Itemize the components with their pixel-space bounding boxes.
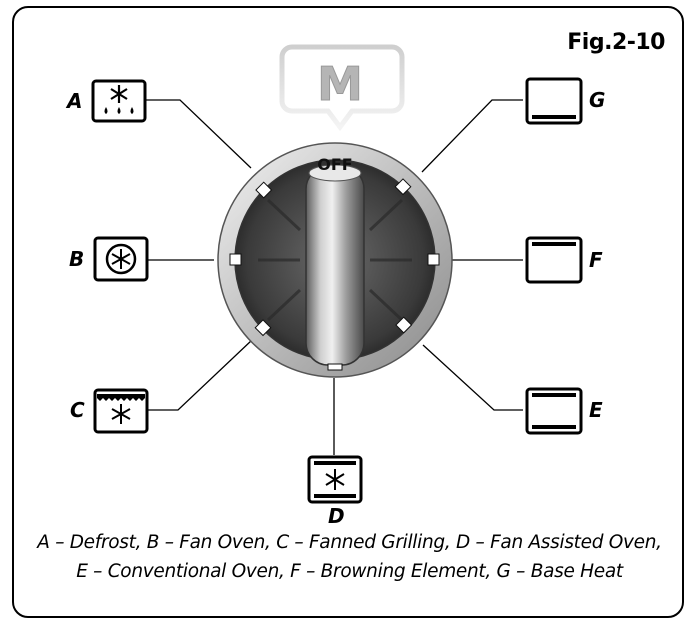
function-letter-c: C [70, 398, 85, 422]
function-letter-e: E [589, 398, 603, 422]
function-letter-b: B [69, 247, 85, 271]
conventional-oven-icon [525, 387, 583, 435]
defrost-icon [91, 79, 147, 123]
figure-frame [12, 6, 684, 618]
function-dial[interactable]: OFF [217, 142, 453, 378]
leader-lines [146, 99, 523, 455]
legend-line-1: A – Defrost, B – Fan Oven, C – Fanned Gr… [37, 532, 662, 553]
fan-oven-icon [93, 236, 149, 282]
browning-element-icon [525, 236, 583, 284]
base-heat-icon [525, 77, 583, 125]
fan-assisted-oven-icon [307, 455, 363, 504]
figure-label: Fig.2-10 [567, 30, 665, 55]
function-letter-d: D [328, 504, 345, 528]
fanned-grilling-icon [93, 388, 149, 434]
mode-badge-label: M [317, 57, 363, 111]
function-letter-g: G [589, 88, 606, 112]
dial-off-label: OFF [317, 155, 352, 174]
function-letter-f: F [589, 248, 603, 272]
function-letter-a: A [67, 89, 83, 113]
legend-line-2: E – Conventional Oven, F – Browning Elem… [76, 561, 623, 582]
mode-badge: M [279, 44, 405, 132]
